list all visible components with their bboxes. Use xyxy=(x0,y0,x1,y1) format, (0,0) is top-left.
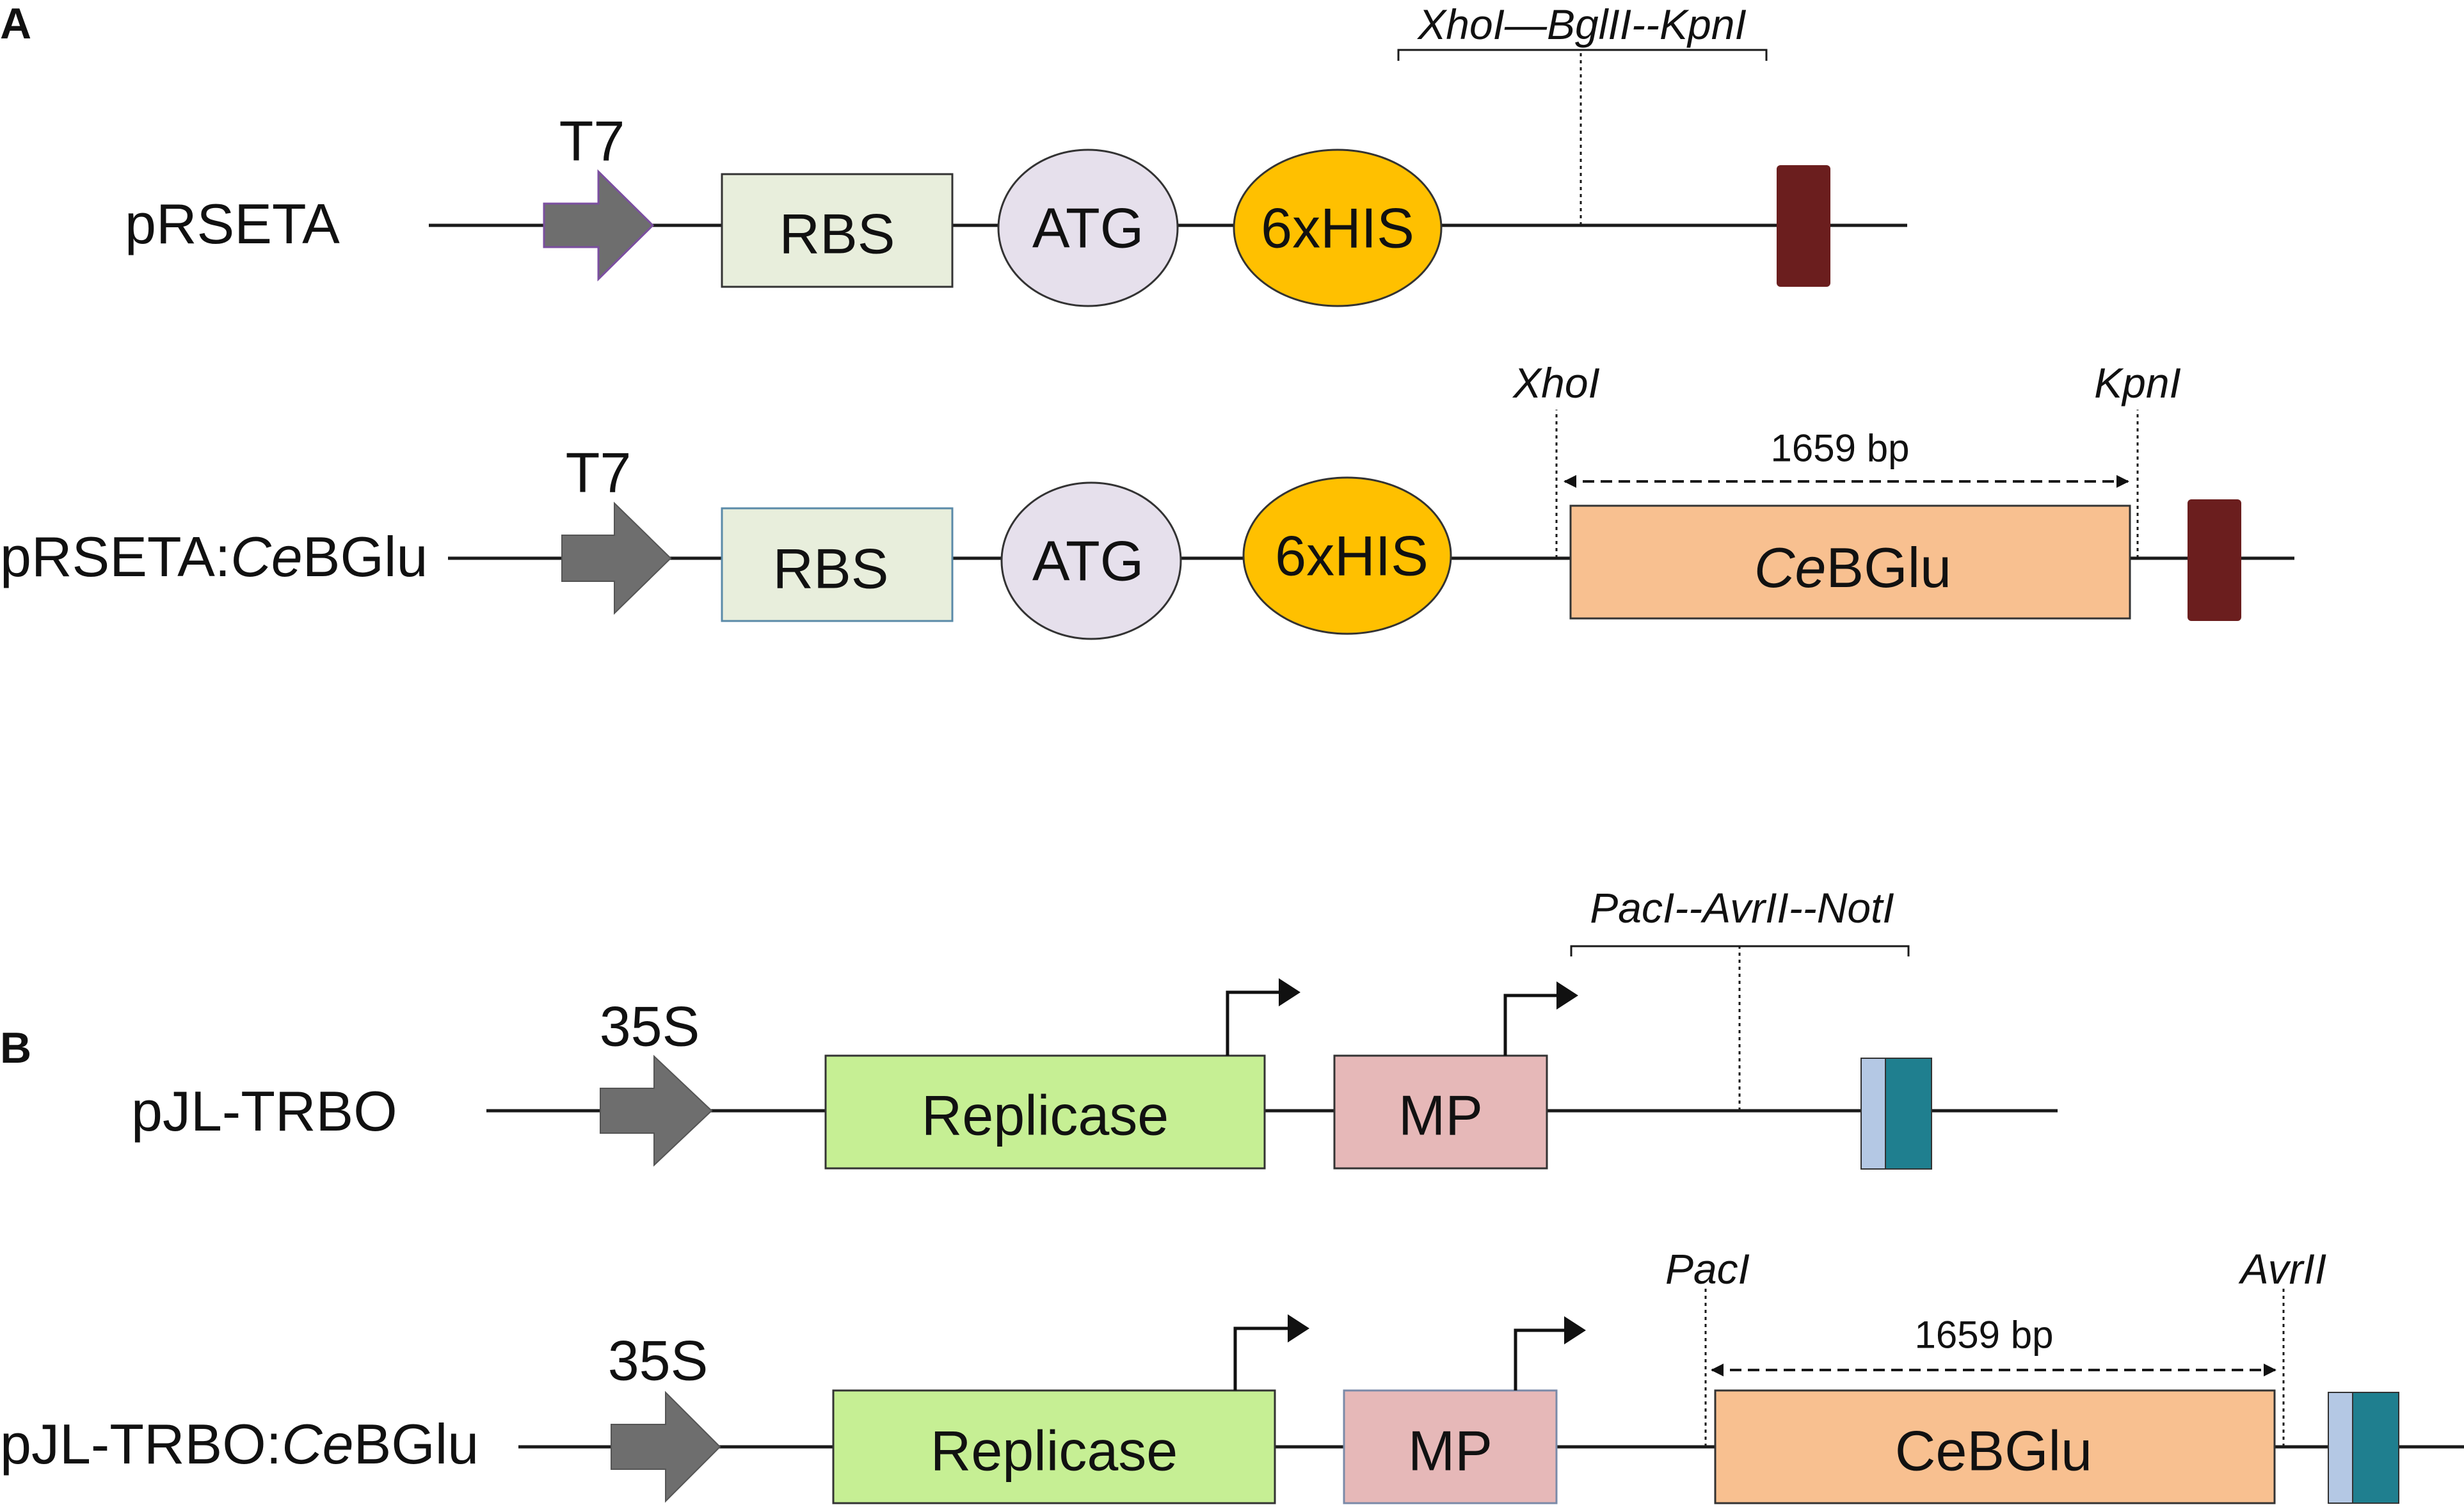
pjl-dark-block xyxy=(2352,1392,2399,1504)
his-tag-label: 6xHIS xyxy=(1275,524,1428,588)
replicase-start-arrow-stem xyxy=(1233,1326,1292,1390)
35s-promoter-arrow xyxy=(611,1390,721,1503)
t7-promoter-arrow xyxy=(561,501,672,615)
35s-promoter-arrow xyxy=(600,1054,713,1167)
promoter-label: T7 xyxy=(566,441,632,504)
site-right-label: KpnI xyxy=(2094,359,2181,407)
terminator-block xyxy=(1777,165,1830,287)
rbs-label: RBS xyxy=(780,202,895,266)
panel-label-b: B xyxy=(0,1024,31,1072)
insert-label: CeBGlu xyxy=(1895,1419,2092,1483)
construct-prseta-cebglu: pRSETA:CeBGlu T7 RBS ATG 6xHIS XhoI KpnI… xyxy=(0,359,2294,640)
replicase-start-arrow-icon xyxy=(1279,978,1300,1006)
cebglu-insert-box xyxy=(1569,504,2131,620)
replicase-box xyxy=(824,1054,1266,1170)
mcs-bracket xyxy=(1397,49,1768,61)
construct-name: pRSETA xyxy=(125,192,340,255)
replicase-start-arrow-stem xyxy=(1226,990,1283,1056)
replicase-box xyxy=(832,1389,1276,1504)
insert-size-label: 1659 bp xyxy=(1915,1314,2054,1357)
mp-start-arrow-icon xyxy=(1564,1316,1586,1344)
site-right-label: AvrII xyxy=(2238,1245,2326,1293)
his-tag-ellipse xyxy=(1242,476,1452,635)
pjl-light-block xyxy=(2328,1392,2353,1504)
atg-label: ATG xyxy=(1032,529,1144,593)
construct-name: pRSETA:CeBGlu xyxy=(0,525,428,588)
replicase-start-arrow-icon xyxy=(1288,1314,1309,1342)
mp-start-arrow-stem xyxy=(1503,994,1560,1056)
replicase-label: Replicase xyxy=(922,1084,1169,1147)
rbs-label: RBS xyxy=(773,537,889,600)
t7-promoter-arrow xyxy=(543,169,655,282)
panel-label-a: A xyxy=(0,0,31,48)
construct-pjl-trbo: pJL-TRBO 35S Replicase MP PacI--AvrII--N… xyxy=(131,884,2058,1170)
promoter-label: 35S xyxy=(608,1329,708,1392)
mcs-label: XhoI—BglII--KpnI xyxy=(1416,1,1747,48)
promoter-label: T7 xyxy=(559,109,625,173)
atg-ellipse xyxy=(997,149,1179,307)
construct-prseta: pRSETA T7 RBS ATG 6xHIS XhoI—BglII--KpnI xyxy=(125,1,1907,307)
atg-label: ATG xyxy=(1032,197,1144,260)
mp-box xyxy=(1343,1389,1558,1504)
mp-start-arrow-stem xyxy=(1514,1328,1568,1390)
terminator-block xyxy=(2188,499,2241,621)
his-tag-label: 6xHIS xyxy=(1261,197,1414,260)
replicase-label: Replicase xyxy=(931,1419,1178,1483)
site-left-label: PacI xyxy=(1665,1245,1750,1293)
site-left-label: XhoI xyxy=(1512,359,1600,407)
insert-label: CeBGlu xyxy=(1754,536,1951,599)
insert-size-label: 1659 bp xyxy=(1771,427,1910,470)
mcs-label: PacI--AvrII--NotI xyxy=(1590,884,1894,931)
pjl-dark-block xyxy=(1885,1058,1932,1170)
atg-ellipse xyxy=(1000,481,1182,640)
construct-name: pJL-TRBO:CeBGlu xyxy=(0,1412,479,1476)
promoter-label: 35S xyxy=(600,995,700,1058)
construct-pjl-trbo-cebglu: pJL-TRBO:CeBGlu 35S Replicase MP PacI Av… xyxy=(0,1245,2464,1504)
mp-start-arrow-icon xyxy=(1556,981,1578,1010)
rbs-box xyxy=(721,507,954,622)
cebglu-insert-box xyxy=(1714,1389,2276,1504)
mp-box xyxy=(1333,1054,1548,1170)
pjl-light-block xyxy=(1860,1058,1886,1170)
his-tag-ellipse xyxy=(1233,149,1443,307)
construct-name: pJL-TRBO xyxy=(131,1079,397,1143)
mp-label: MP xyxy=(1408,1419,1492,1483)
rbs-box xyxy=(721,173,954,288)
mcs-bracket xyxy=(1570,945,1910,956)
mp-label: MP xyxy=(1398,1084,1483,1147)
